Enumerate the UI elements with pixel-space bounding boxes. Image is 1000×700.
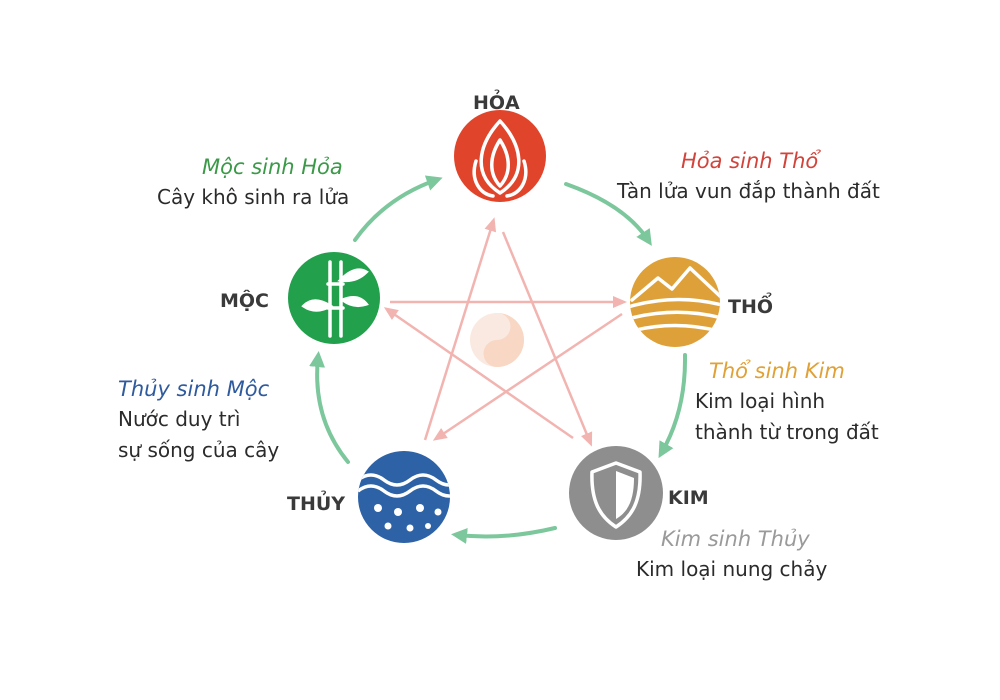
relation-desc-line: Cây khô sinh ra lửa (157, 185, 350, 209)
arrow-thuy-to-moc (309, 351, 350, 464)
mountain-icon (630, 266, 720, 333)
arrow-hoa-to-kim (501, 231, 593, 447)
water-wave-icon (358, 473, 450, 532)
generating-cycle (309, 175, 688, 544)
thuy-circle (358, 451, 450, 543)
arrow-thuy-to-hoa (423, 217, 497, 441)
arrow-hoa-to-tho (564, 182, 652, 246)
tho-circle (630, 257, 720, 347)
relation-hoa-sinh-tho: Hỏa sinh Thổ Tàn lửa vun đắp thành đất (617, 146, 880, 207)
element-tho (630, 257, 720, 347)
arrow-tho-to-kim (658, 353, 688, 459)
controlling-star (383, 217, 627, 447)
element-kim (569, 446, 663, 540)
relation-desc-line: Kim loại nung chảy (636, 557, 828, 581)
relation-title: Mộc sinh Hỏa (202, 155, 343, 179)
label-moc: MỘC (220, 290, 270, 312)
bamboo-icon (301, 260, 369, 338)
arrow-kim-to-thuy (451, 526, 557, 544)
relation-moc-sinh-hoa: Mộc sinh Hỏa Cây khô sinh ra lửa (157, 152, 349, 213)
relation-title: Thổ sinh Kim (709, 359, 845, 383)
relation-desc-line: sự sống của cây (118, 438, 280, 462)
element-thuy (358, 451, 450, 543)
moc-circle (288, 252, 380, 344)
hoa-circle (454, 110, 546, 202)
shield-icon (590, 461, 642, 529)
flame-icon (472, 119, 528, 198)
element-moc (288, 252, 380, 344)
arrow-kim-to-moc (383, 307, 574, 440)
label-thuy: THỦY (287, 493, 346, 515)
label-hoa: HỎA (473, 92, 520, 114)
relation-title: Kim sinh Thủy (661, 527, 810, 551)
arrow-tho-to-thuy (432, 312, 623, 441)
label-tho: THỔ (728, 296, 774, 318)
relation-desc-line: Kim loại hình (695, 389, 826, 413)
relation-thuy-sinh-moc: Thủy sinh Mộc Nước duy trì sự sống của c… (118, 374, 279, 466)
element-hoa (454, 110, 546, 202)
yin-yang-icon (470, 313, 524, 367)
relation-desc-line: Tàn lửa vun đắp thành đất (617, 179, 880, 203)
relation-desc-line: thành từ trong đất (695, 420, 879, 444)
relation-desc-line: Nước duy trì (118, 407, 241, 431)
arrow-moc-to-hoa (353, 175, 443, 242)
relation-tho-sinh-kim: Thổ sinh Kim Kim loại hình thành từ tron… (695, 356, 879, 448)
relation-title: Hỏa sinh Thổ (681, 149, 819, 173)
relation-kim-sinh-thuy: Kim sinh Thủy Kim loại nung chảy (636, 524, 827, 585)
label-kim: KIM (668, 487, 709, 509)
relation-title: Thủy sinh Mộc (118, 377, 270, 401)
